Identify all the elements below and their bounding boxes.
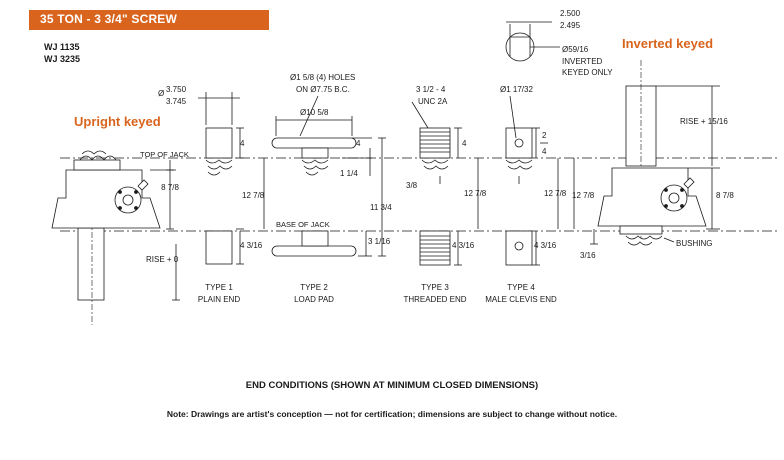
type4-4-3-16: 4 3/16 [534, 241, 557, 250]
disclaimer-note: Note: Drawings are artist's conception —… [166, 409, 618, 419]
type3-3-8: 3/8 [406, 181, 418, 190]
screw-dia-top: 3.750 [166, 85, 187, 94]
type2-3-1-16: 3 1/16 [368, 237, 391, 246]
pad-dia-text: Ø10 5/8 [300, 108, 329, 117]
key-top-text: 2.500 [560, 9, 581, 18]
inverted-3-16: 3/16 [580, 251, 596, 260]
inverted-keyed-label: Inverted keyed [622, 36, 714, 51]
clevis-hole-text: Ø1 17/32 [500, 85, 533, 94]
inverted-note-1: INVERTED [562, 57, 603, 66]
type3-name: THREADED END [403, 295, 466, 304]
rise-zero-text: RISE + 0 [146, 255, 179, 264]
type3-threaded-end [411, 101, 479, 266]
type3-4: 4 [462, 139, 467, 148]
type3-4-3-16: 4 3/16 [452, 241, 475, 250]
inverted-12-7-8: 12 7/8 [572, 191, 595, 200]
inverted-jack [573, 60, 720, 246]
type1-plain-end [198, 92, 265, 265]
inverted-8-7-8: 8 7/8 [716, 191, 734, 200]
type3-label: TYPE 3 [421, 283, 449, 292]
thread-text: 3 1/2 - 4 [416, 85, 446, 94]
type4-name: MALE CLEVIS END [485, 295, 557, 304]
top-of-jack-text: TOP OF JACK [140, 150, 189, 159]
model-number: WJ 3235 [44, 54, 81, 64]
type2-11-3-4: 11 3/4 [370, 203, 392, 212]
type4-label: TYPE 4 [507, 283, 535, 292]
upright-keyed-label: Upright keyed [74, 114, 161, 129]
type4-2: 2 [542, 131, 547, 140]
rise-inverted-text: RISE + 15/16 [680, 117, 728, 126]
inverted-note-2: KEYED ONLY [562, 68, 613, 77]
type2-4: 4 [356, 139, 361, 148]
type1-name: PLAIN END [198, 295, 240, 304]
key-bore-text: Ø59/16 [562, 45, 589, 54]
type2-label: TYPE 2 [300, 283, 328, 292]
thread-class-text: UNC 2A [418, 97, 448, 106]
bushing-text: BUSHING [676, 239, 712, 248]
key-bottom-text: 2.495 [560, 21, 581, 30]
type3-12-7-8: 12 7/8 [464, 189, 487, 198]
upright-jack [51, 150, 180, 325]
type4-4: 4 [542, 147, 547, 156]
key-detail [505, 21, 560, 62]
type4-12-7-8: 12 7/8 [544, 189, 567, 198]
screw-dia-bottom: 3.745 [166, 97, 187, 106]
type4-clevis-end [505, 95, 559, 266]
type2-1-1-4: 1 1/4 [340, 169, 358, 178]
type2-name: LOAD PAD [294, 295, 334, 304]
end-conditions-caption: END CONDITIONS (SHOWN AT MINIMUM CLOSED … [245, 380, 539, 391]
type2-load-pad [271, 95, 386, 257]
bolt-circle-text: ON Ø7.75 B.C. [296, 85, 350, 94]
type1-label: TYPE 1 [205, 283, 233, 292]
holes-text: Ø1 5/8 (4) HOLES [290, 73, 355, 82]
upright-8-7-8: 8 7/8 [161, 183, 179, 192]
type1-12-7-8: 12 7/8 [242, 191, 265, 200]
header-bar [29, 10, 269, 30]
type1-4-3-16: 4 3/16 [240, 241, 263, 250]
model-number: WJ 1135 [44, 42, 80, 52]
dia-symbol: Ø [158, 89, 164, 98]
header-title: 35 TON - 3 3/4" SCREW [40, 12, 178, 26]
type1-4: 4 [240, 139, 245, 148]
base-of-jack-text: BASE OF JACK [276, 220, 330, 229]
